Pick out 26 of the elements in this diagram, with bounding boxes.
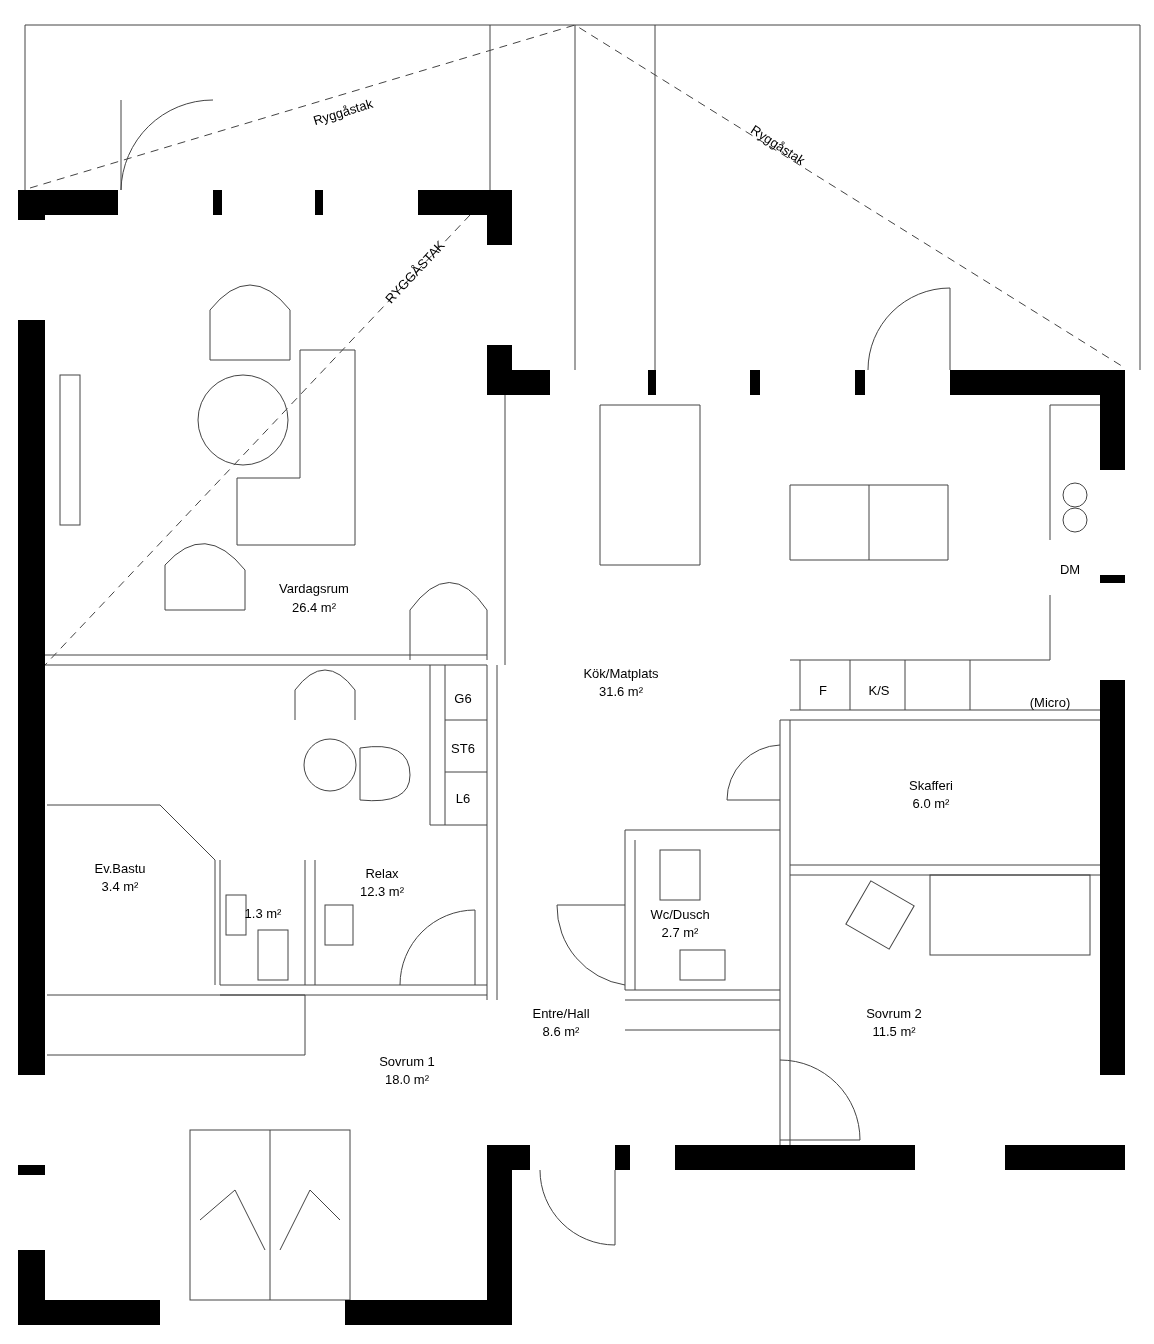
room-name: Kök/Matplats bbox=[583, 666, 659, 680]
room-area: 18.0 m² bbox=[384, 1072, 430, 1086]
room-name: Ev.Bastu bbox=[94, 861, 146, 875]
room-area: 11.5 m² bbox=[872, 1024, 916, 1038]
appliance-label: F bbox=[819, 683, 827, 697]
cabinet-label: G6 bbox=[454, 691, 472, 705]
appliance-label: DM bbox=[1059, 562, 1081, 576]
room-name: Sovrum 2 bbox=[866, 1006, 922, 1020]
room-area: 12.3 m² bbox=[359, 884, 405, 898]
room-name: Skafferi bbox=[909, 778, 953, 792]
room-name: Sovrum 1 bbox=[379, 1054, 435, 1068]
room-area: 26.4 m² bbox=[291, 600, 337, 614]
cabinet-label: L6 bbox=[455, 791, 471, 805]
room-area: 6.0 m² bbox=[912, 796, 950, 810]
room-name: Entre/Hall bbox=[532, 1006, 590, 1020]
room-name: Vardagsrum bbox=[279, 581, 349, 595]
room-area: 2.7 m² bbox=[661, 925, 699, 939]
room-area: 1.3 m² bbox=[244, 906, 282, 920]
room-area: 31.6 m² bbox=[598, 684, 644, 698]
room-name: Relax bbox=[365, 866, 399, 880]
cabinet-label: ST6 bbox=[451, 741, 475, 755]
appliance-label: (Micro) bbox=[1029, 695, 1071, 709]
room-area: 8.6 m² bbox=[542, 1024, 580, 1038]
room-name: Wc/Dusch bbox=[650, 907, 710, 921]
room-area: 3.4 m² bbox=[101, 879, 139, 893]
appliance-label: K/S bbox=[868, 683, 890, 697]
